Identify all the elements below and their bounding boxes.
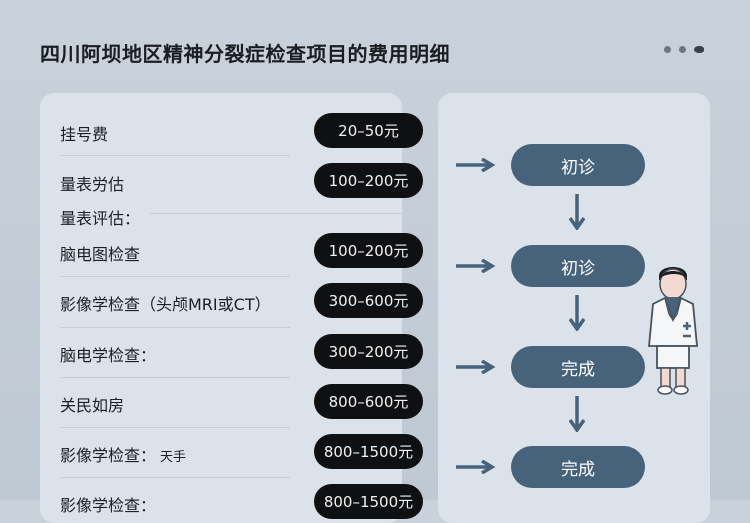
divider [60, 427, 290, 428]
right-arrow-icon [456, 360, 496, 374]
fee-label: 量表労估 [60, 175, 125, 194]
divider [60, 477, 290, 478]
fee-price: 100–200元 [314, 163, 423, 198]
fee-label: 影像学检查：天手 [60, 442, 186, 466]
fee-price: 300–600元 [314, 283, 423, 318]
right-arrow-icon [456, 158, 496, 172]
fee-price: 100–200元 [314, 233, 423, 268]
down-arrow-icon [569, 295, 585, 331]
fee-note: 天手 [160, 450, 187, 465]
flow-step: 完成 [511, 346, 645, 388]
fee-label: 影像学检查（头颅MRI或CT） [60, 295, 271, 314]
divider [60, 377, 290, 378]
dot [679, 46, 686, 53]
down-arrow-icon [569, 194, 585, 230]
divider [150, 213, 402, 214]
dot [694, 46, 704, 53]
fee-label: 脑电学检查： [60, 346, 157, 365]
flow-step: 初诊 [511, 144, 645, 186]
right-arrow-icon [456, 259, 496, 273]
right-arrow-icon [456, 460, 496, 474]
fee-label: 脑电图检查 [60, 245, 141, 264]
page-title: 四川阿坝地区精神分裂症检查项目的费用明细 [40, 42, 450, 66]
fee-price: 800–1500元 [314, 484, 423, 519]
fee-label: 关民如房 [60, 396, 125, 415]
down-arrow-icon [569, 396, 585, 432]
fee-list-card: 挂号费 20–50元 量表労估 100–200元 量表评估： 脑电图检查 100… [40, 93, 423, 523]
fee-label-text: 影像学检查： [60, 446, 157, 465]
flow-step: 完成 [511, 446, 645, 488]
fee-price: 800–1500元 [314, 434, 423, 469]
flow-step: 初诊 [511, 245, 645, 287]
divider [60, 155, 290, 156]
divider [60, 276, 290, 277]
more-dots-icon[interactable] [664, 46, 704, 53]
divider [60, 327, 290, 328]
fee-label: 影像学检查： [60, 496, 157, 515]
fee-label: 挂号费 [60, 125, 109, 144]
fee-price: 800–600元 [314, 384, 423, 419]
fee-label: 量表评估： [60, 209, 141, 228]
fee-price: 300–200元 [314, 334, 423, 369]
dot [664, 46, 671, 53]
process-flow-card: 初诊 初诊 完成 完成 [438, 93, 710, 523]
fee-price: 20–50元 [314, 113, 423, 148]
doctor-illustration-icon [648, 267, 698, 395]
